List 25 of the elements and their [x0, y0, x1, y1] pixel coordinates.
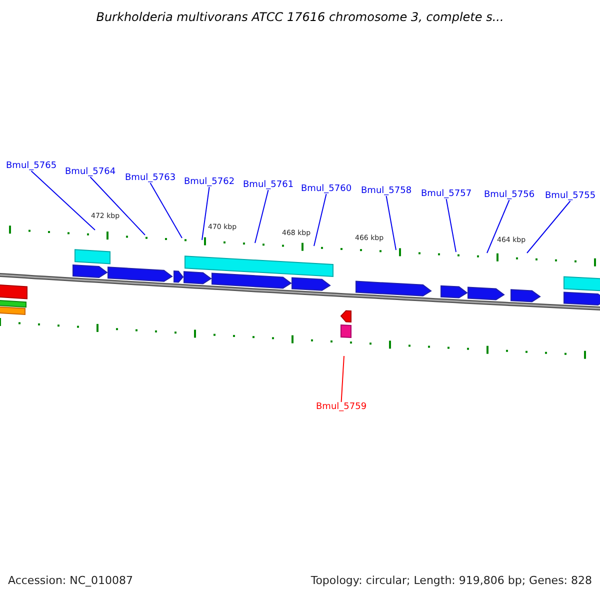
leader-line: [314, 194, 327, 246]
leader-line: [446, 198, 456, 252]
gene-label: Bmul_5755: [545, 191, 596, 201]
gene-label: Bmul_5764: [65, 167, 116, 177]
title: Burkholderia multivorans ATCC 17616 chromosome 3, complete s...: [95, 10, 505, 24]
gene-label: Bmul_5762: [184, 177, 235, 187]
leader-line: [386, 196, 396, 250]
leader-line: [486, 200, 510, 254]
leader-line: [526, 200, 571, 254]
genome-summary: Topology: circular; Length: 919,806 bp; Genes: 828: [310, 574, 592, 587]
gene-label: Bmul_5761: [243, 180, 294, 190]
gene-label: Bmul_5756: [484, 190, 535, 200]
leader-line: [254, 190, 269, 244]
leader-line: [340, 356, 344, 402]
gene-label: Bmul_5757: [421, 189, 472, 199]
accession-note: Accession: NC_010087: [8, 574, 134, 587]
leader-line: [202, 186, 210, 240]
gene-label: Bmul_5760: [301, 184, 352, 194]
leader-line: [90, 176, 146, 236]
gene-label: Bmul_5763: [125, 173, 176, 183]
leader-line: [150, 182, 182, 238]
gene-label: Bmul_5759: [316, 402, 367, 412]
gene-label: Bmul_5758: [361, 186, 412, 196]
gene-label: Bmul_5765: [6, 161, 57, 171]
leader-line: [30, 170, 96, 230]
